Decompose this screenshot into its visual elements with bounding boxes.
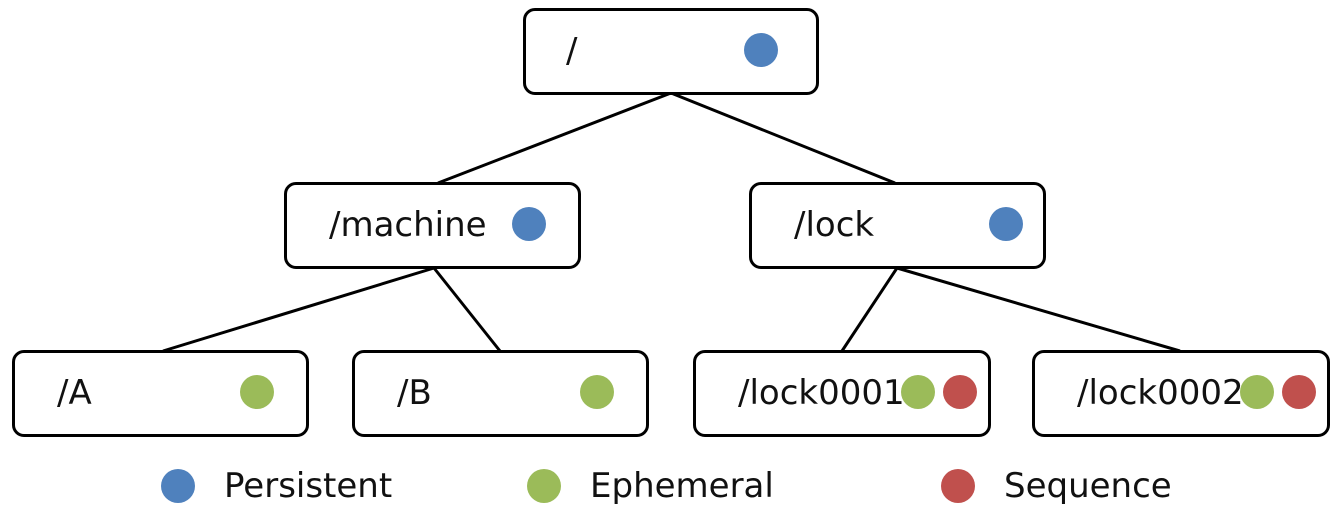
ephemeral-marker [901, 375, 935, 409]
node-label: /lock [794, 205, 875, 245]
edge-lock-lock0001 [840, 267, 899, 352]
edge-root-machine [437, 91, 672, 185]
node-lock0001: /lock0001 [693, 350, 991, 437]
ephemeral-marker [240, 375, 274, 409]
edge-machine-b [432, 267, 502, 352]
node-label: /lock0001 [738, 373, 905, 413]
node-label: /machine [329, 205, 487, 245]
ephemeral-legend-marker [527, 469, 561, 503]
legend-label: Sequence [1004, 466, 1172, 506]
legend-label: Persistent [224, 466, 393, 506]
node-b: /B [352, 350, 649, 437]
edge-machine-a [162, 266, 435, 353]
node-lock0002: /lock0002 [1032, 350, 1330, 437]
node-machine: /machine [284, 182, 581, 269]
persistent-marker [512, 207, 546, 241]
node-label: / [566, 31, 578, 71]
node-label: /A [57, 373, 92, 413]
persistent-legend-marker [161, 469, 195, 503]
node-lock: /lock [749, 182, 1046, 269]
persistent-marker [744, 33, 778, 67]
node-label: /B [397, 373, 432, 413]
node-a: /A [12, 350, 309, 437]
ephemeral-marker [580, 375, 614, 409]
edge-root-lock [670, 91, 896, 185]
legend-label: Ephemeral [590, 466, 774, 506]
ephemeral-marker [1240, 375, 1274, 409]
node-root: / [523, 8, 819, 95]
sequence-legend-marker [941, 469, 975, 503]
sequence-marker [943, 375, 977, 409]
sequence-marker [1282, 375, 1316, 409]
persistent-marker [989, 207, 1023, 241]
edge-lock-lock0002 [896, 266, 1181, 353]
node-label: /lock0002 [1077, 373, 1244, 413]
